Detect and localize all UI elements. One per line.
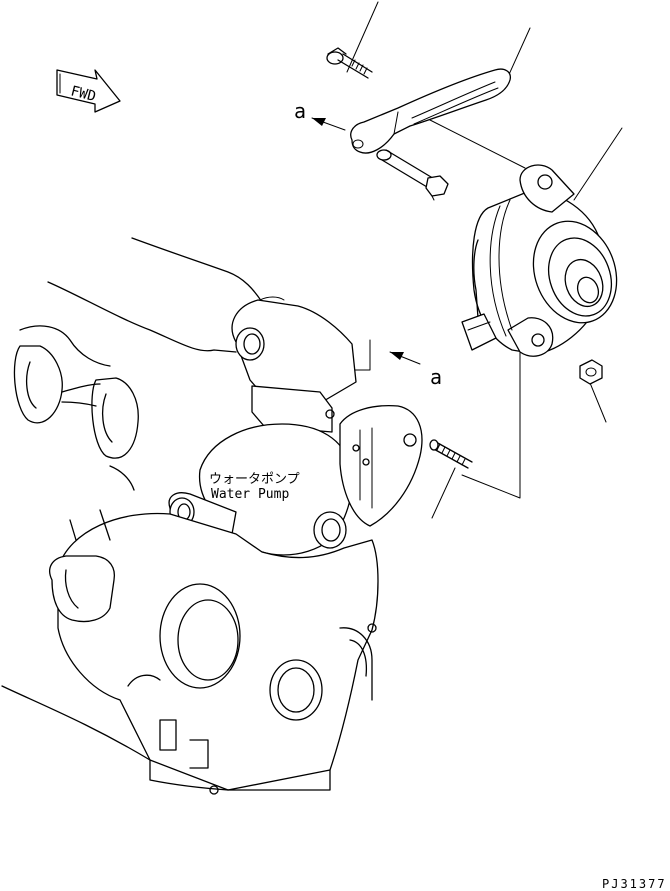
callout-line-1: ウォータポンプ bbox=[209, 472, 300, 487]
alternator bbox=[461, 164, 618, 357]
bolt-long bbox=[376, 149, 449, 201]
nut bbox=[579, 359, 603, 385]
view-arrow-lower: a bbox=[389, 351, 442, 389]
fwd-arrow-icon: FWD bbox=[56, 69, 121, 113]
adjusting-bracket bbox=[350, 68, 511, 154]
callout-water-pump: ウォータポンプ Water Pump bbox=[209, 472, 300, 502]
view-mark-lower: a bbox=[430, 365, 442, 389]
view-mark-upper: a bbox=[294, 99, 306, 123]
bolt-top bbox=[326, 47, 373, 79]
callout-line-2: Water Pump bbox=[211, 487, 289, 502]
drawing-number: PJ31377 bbox=[602, 877, 667, 891]
engine-block bbox=[1, 237, 423, 795]
fwd-label: FWD bbox=[69, 83, 97, 105]
view-arrow-upper: a bbox=[294, 99, 346, 131]
stud-bolt bbox=[429, 439, 473, 469]
